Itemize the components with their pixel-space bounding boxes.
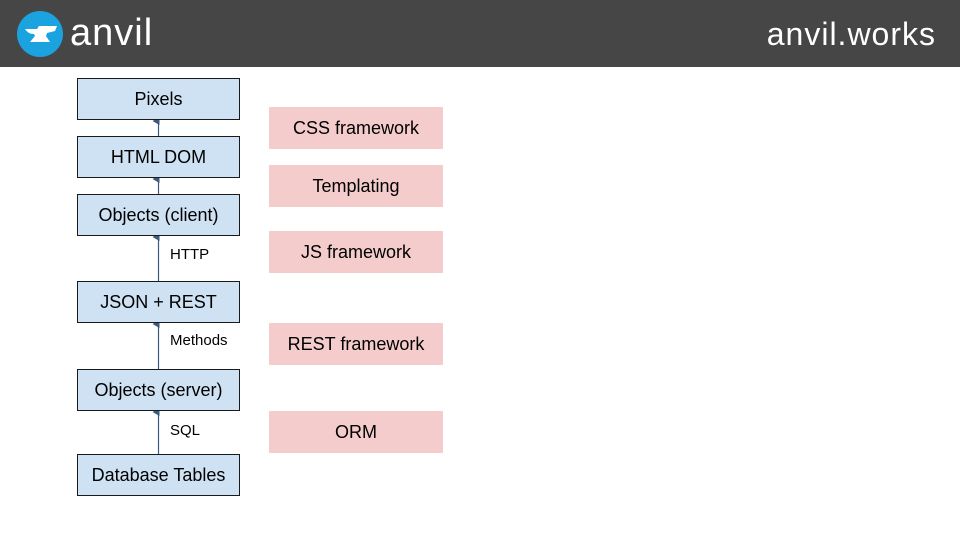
framework-box-templating: Templating: [269, 165, 443, 207]
connector-label-http: HTTP: [170, 246, 210, 263]
site-name: anvil.works: [766, 16, 936, 52]
anvil-logo-icon: [17, 11, 63, 57]
connector-label-methods: Methods: [170, 332, 228, 349]
stack-box-database-tables: Database Tables: [77, 454, 240, 496]
stack-box-html-dom: HTML DOM: [77, 136, 240, 178]
framework-box-orm: ORM: [269, 411, 443, 453]
connector-label-sql: SQL: [170, 422, 201, 439]
logo-text: anvil: [70, 12, 154, 54]
header-bar: anvil anvil.works: [0, 0, 960, 67]
stack-box-pixels: Pixels: [77, 78, 240, 120]
stack-box-objects-server: Objects (server): [77, 369, 240, 411]
framework-box-css: CSS framework: [269, 107, 443, 149]
stack-box-objects-client: Objects (client): [77, 194, 240, 236]
stack-box-json-rest: JSON + REST: [77, 281, 240, 323]
framework-box-rest: REST framework: [269, 323, 443, 365]
framework-box-js: JS framework: [269, 231, 443, 273]
